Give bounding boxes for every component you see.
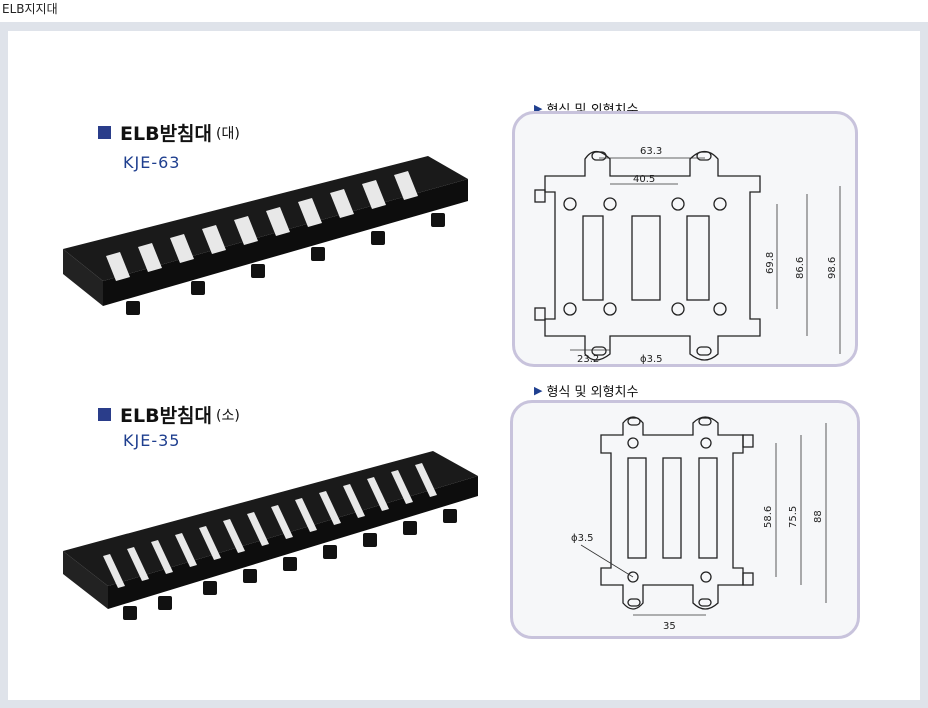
product-size: (대) [216,125,240,142]
square-bullet-icon [98,126,111,139]
product-title-small: ELB받침대 (소) [98,401,240,428]
dim-top: 63.3 [640,146,662,157]
content-panel: ELB받침대 (대) KJE-63 [8,31,920,700]
dim-bottom: 35 [663,621,676,632]
product-image-large [63,156,468,315]
drawing-svg-small: ϕ3.5 58.6 75.5 88 35 [571,416,827,632]
dim-hole: ϕ3.5 [571,533,594,544]
spec-title-small: ▶ 형식 및 외형치수 [534,381,638,400]
product-image-small [63,451,478,620]
product-name: ELB받침대 [120,123,213,145]
square-bullet-icon [98,408,111,421]
dim-hole: ϕ3.5 [640,354,663,364]
dim-inner: 40.5 [633,174,655,185]
dim-h1: 69.8 [765,252,776,274]
content-frame: ELB받침대 (대) KJE-63 [0,22,928,708]
mounting-tabs [126,213,445,315]
dimension-drawing-large: 63.3 40.5 69.8 86.6 98.6 23.2 ϕ3.5 [512,111,858,367]
triangle-bullet-icon: ▶ [534,384,543,397]
dim-h2: 86.6 [795,257,806,279]
product-model: KJE-35 [123,431,181,450]
product-model: KJE-63 [123,153,181,172]
triangle-bullet-icon: ▶ [534,102,543,115]
dim-bottom: 23.2 [577,354,599,364]
product-name: ELB받침대 [120,405,213,427]
product-title-large: ELB받침대 (대) [98,119,240,146]
drawing-svg-large: 63.3 40.5 69.8 86.6 98.6 23.2 ϕ3.5 [534,146,841,364]
spec-title-text: 형식 및 외형치수 [546,385,639,400]
product-size: (소) [216,407,240,424]
dimension-drawing-small: ϕ3.5 58.6 75.5 88 35 [510,400,860,639]
mounting-tabs [123,509,457,620]
dim-h2: 75.5 [788,506,799,528]
breadcrumb: ELB지지대 [2,2,58,16]
dim-h3: 88 [813,510,824,523]
dim-h3: 98.6 [827,257,838,279]
dim-h1: 58.6 [763,506,774,528]
